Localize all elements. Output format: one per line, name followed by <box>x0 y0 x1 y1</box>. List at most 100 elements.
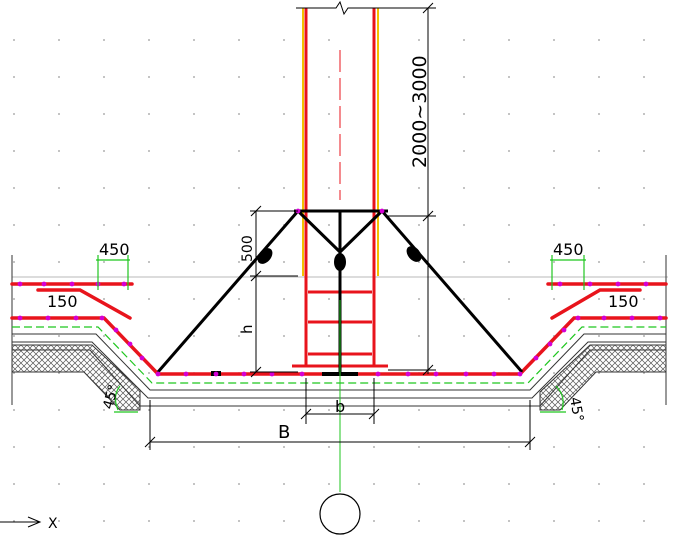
grid-dot <box>373 520 375 522</box>
rebar-dot <box>121 281 127 287</box>
grid-dot <box>58 335 60 337</box>
rebar-dot <box>561 327 567 333</box>
rebar-dot <box>615 281 621 287</box>
rebar-dot <box>601 315 607 321</box>
rebar-dot <box>375 371 381 377</box>
dim-450-left <box>96 255 130 290</box>
grid-dot <box>373 446 375 448</box>
grid-dot <box>283 298 285 300</box>
grid-dot <box>13 113 15 115</box>
rebar-dots <box>17 208 663 377</box>
grid-dot <box>643 520 645 522</box>
grid-dot <box>148 335 150 337</box>
grid-dot <box>553 446 555 448</box>
rebar-dot <box>269 371 275 377</box>
grid-dot <box>418 483 420 485</box>
grid-dot <box>328 483 330 485</box>
grid-dot <box>418 113 420 115</box>
label-axis-x: X <box>48 516 58 532</box>
grid-dot <box>103 335 105 337</box>
grid-dot <box>58 261 60 263</box>
grid-dot <box>553 372 555 374</box>
grid-dot <box>553 39 555 41</box>
grid-dot <box>148 187 150 189</box>
grid-dot <box>463 483 465 485</box>
grid-dot <box>328 335 330 337</box>
grid-dot <box>328 150 330 152</box>
label-b: b <box>335 397 345 416</box>
rebar-dot <box>155 371 161 377</box>
grid-dot <box>58 187 60 189</box>
grid-dot <box>283 335 285 337</box>
grid-dot <box>598 335 600 337</box>
grid-dots <box>13 39 645 522</box>
grid-dot <box>13 187 15 189</box>
grid-dot <box>463 261 465 263</box>
grid-dot <box>13 224 15 226</box>
grid-dot <box>508 187 510 189</box>
grid-dot <box>553 113 555 115</box>
grid-dot <box>508 446 510 448</box>
grid-dot <box>418 76 420 78</box>
grid-dot <box>508 483 510 485</box>
left-hatch-layer <box>11 344 141 411</box>
grid-dot <box>13 335 15 337</box>
rebar-dot <box>643 281 649 287</box>
column <box>292 0 388 368</box>
grid-dot <box>148 150 150 152</box>
rebar-dot <box>17 315 23 321</box>
grid-dot <box>508 113 510 115</box>
grid-dot <box>283 520 285 522</box>
grid-dot <box>463 150 465 152</box>
grid-dot <box>553 150 555 152</box>
grid-dot <box>238 224 240 226</box>
grid-dot <box>598 372 600 374</box>
grid-dot <box>508 76 510 78</box>
grid-dot <box>463 446 465 448</box>
grid-dot <box>13 409 15 411</box>
strut-nodes <box>211 246 422 376</box>
grid-dot <box>13 298 15 300</box>
grid-dot <box>148 39 150 41</box>
grid-dot <box>373 483 375 485</box>
grid-dot <box>643 113 645 115</box>
label-left-width: 450 <box>99 240 130 259</box>
grid-dot <box>418 39 420 41</box>
rebar-dot <box>17 281 23 287</box>
grid-dot <box>328 446 330 448</box>
grid-dot <box>598 446 600 448</box>
grid-dot <box>238 261 240 263</box>
grid-dot <box>238 335 240 337</box>
grid-dot <box>238 483 240 485</box>
grid-dot <box>103 187 105 189</box>
grid-dot <box>283 261 285 263</box>
grid-dot <box>418 520 420 522</box>
grid-dot <box>193 483 195 485</box>
grid-dot <box>643 187 645 189</box>
grid-dot <box>148 261 150 263</box>
grid-dot <box>643 483 645 485</box>
dim-450-right <box>550 255 586 290</box>
grid-dot <box>283 150 285 152</box>
rebar-dot <box>517 371 523 377</box>
rebar-dot <box>99 315 105 321</box>
grid-dot <box>598 409 600 411</box>
grid-dot <box>598 150 600 152</box>
grid-dot <box>238 298 240 300</box>
grid-dot <box>328 409 330 411</box>
rebar-dot <box>69 281 75 287</box>
grid-dot <box>238 446 240 448</box>
grid-dot <box>283 113 285 115</box>
grid-dot <box>58 76 60 78</box>
grid-dot <box>148 298 150 300</box>
rebar-dot <box>299 371 305 377</box>
grid-dot <box>643 446 645 448</box>
grid-dot <box>328 224 330 226</box>
grid-dot <box>283 446 285 448</box>
grid-dot <box>553 298 555 300</box>
grid-dot <box>193 261 195 263</box>
grid-dot <box>193 446 195 448</box>
grid-dot <box>193 298 195 300</box>
grid-dot <box>148 113 150 115</box>
angle-marks <box>114 385 566 413</box>
